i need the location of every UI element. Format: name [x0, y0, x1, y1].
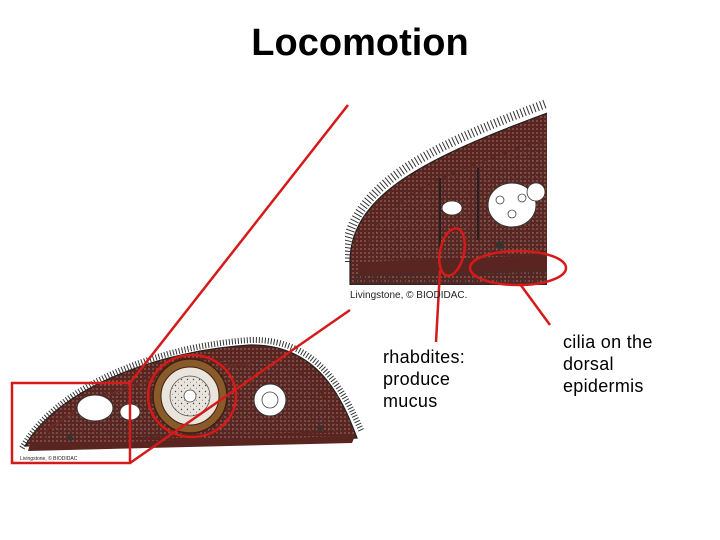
annotation-overlay	[10, 104, 568, 465]
rhabdites-pointer-line	[434, 269, 442, 343]
label-line: mucus	[383, 391, 438, 411]
zoom-region-box	[10, 381, 132, 465]
parenchyma	[367, 138, 547, 263]
cross-section-illustration	[19, 336, 365, 451]
credit-text: Livingstone, © BIODIDAC	[20, 456, 78, 462]
label-line: epidermis	[563, 376, 644, 396]
credit-text: Livingstone, © BIODIDAC.	[350, 290, 468, 301]
label-line: produce	[383, 369, 451, 389]
pharynx-highlight-ellipse	[146, 353, 238, 439]
zoom-connector-line	[129, 104, 349, 384]
gut-lobe	[487, 182, 537, 228]
label-line: dorsal	[563, 354, 614, 374]
gut-lobe	[76, 394, 114, 422]
rhabdites-label: rhabdites: produce mucus	[383, 346, 465, 412]
cilia-label: cilia on the dorsal epidermis	[563, 331, 653, 397]
magnified-section-illustration	[345, 99, 547, 285]
zoom-connector-line	[129, 308, 351, 465]
label-line: cilia on the	[563, 332, 653, 352]
cilia-pointer-line	[518, 283, 552, 326]
rhabdites-highlight-ellipse	[437, 227, 467, 277]
gut-lobe	[253, 383, 287, 417]
ventral-band	[28, 436, 355, 451]
slide-title: Locomotion	[251, 22, 469, 64]
cilia-highlight-ellipse	[468, 249, 568, 287]
cilia-fringe	[19, 336, 365, 450]
label-line: rhabdites:	[383, 347, 466, 367]
